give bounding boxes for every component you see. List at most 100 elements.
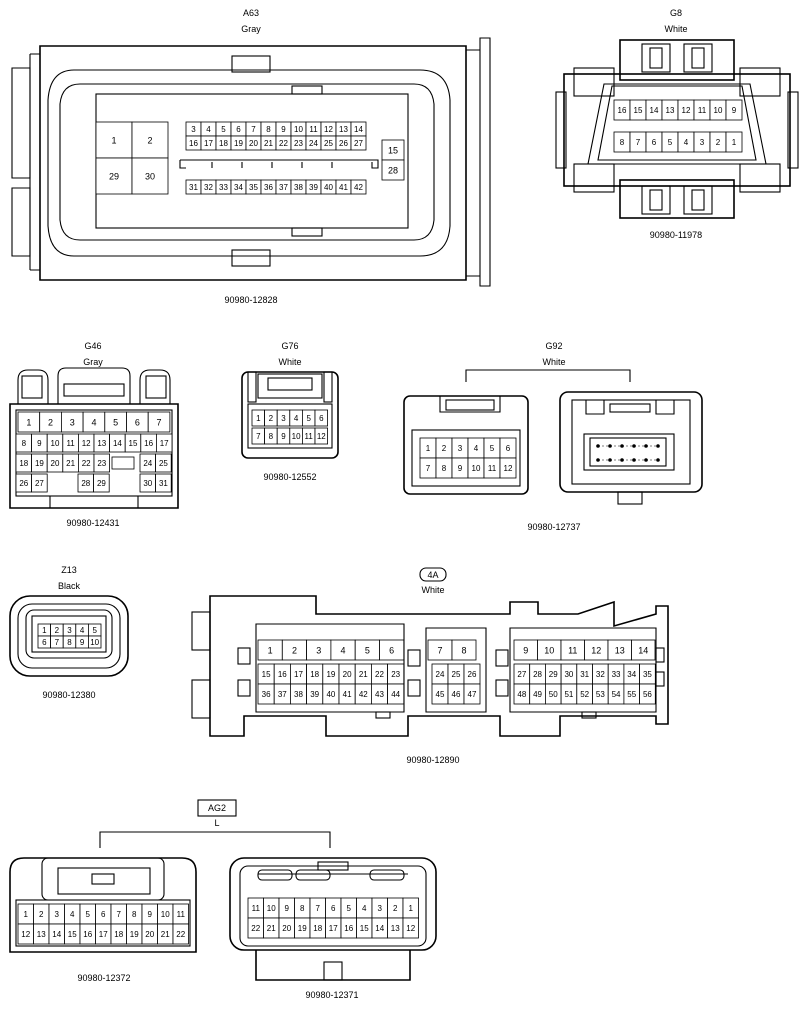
a63-pin-9: 9 [281, 125, 286, 134]
a63-pin-7: 7 [251, 125, 256, 134]
g46-pin-26: 26 [19, 479, 28, 488]
c4a-pin-17: 17 [294, 670, 303, 679]
z13-pin-6: 6 [42, 638, 47, 647]
a63-pin-38: 38 [294, 183, 303, 192]
a63-pin-1: 1 [111, 136, 116, 146]
g8-pin-4: 4 [684, 138, 689, 147]
c4a-pin-32: 32 [596, 670, 605, 679]
ag2-right-pin-9: 9 [285, 904, 290, 913]
ag2-left-pin-19: 19 [130, 930, 139, 939]
a63-pin-15: 15 [388, 146, 398, 156]
c4a-pin-5: 5 [365, 646, 370, 656]
ag2-right-pin-6: 6 [331, 904, 336, 913]
g92-pin-10: 10 [472, 464, 481, 473]
g76-pin-3: 3 [281, 414, 286, 423]
ag2-left-pin-20: 20 [145, 930, 154, 939]
ag2-left-pin-4: 4 [70, 910, 75, 919]
c4a-pin-47-cell [463, 683, 481, 705]
c4a-pin-53: 53 [596, 690, 605, 699]
ag2-left-pin-2: 2 [39, 910, 44, 919]
a63-pin-5: 5 [221, 125, 226, 134]
c4a-pin-18: 18 [310, 670, 319, 679]
g8-part: 90980-11978 [650, 230, 702, 240]
a63-pin-36: 36 [264, 183, 273, 192]
g46-pin-24: 24 [143, 459, 152, 468]
z13-pin-1: 1 [42, 626, 47, 635]
g46-pin-11: 11 [66, 439, 75, 448]
a63-pin-28-cell [381, 159, 405, 181]
ag2-right-pin-10: 10 [267, 904, 276, 913]
a63-pin-16: 16 [189, 139, 198, 148]
ag2-left-pin-6: 6 [101, 910, 106, 919]
g92-terminal-dot [656, 444, 660, 448]
a63-pin-3: 3 [191, 125, 196, 134]
a63-pin-23: 23 [294, 139, 303, 148]
ag2-right-part: 90980-12371 [305, 990, 358, 1000]
ag2-right-pin-7: 7 [316, 904, 321, 913]
g76-pin-12: 12 [317, 432, 326, 441]
g8-pin-1: 1 [732, 138, 737, 147]
a63-pin-26: 26 [339, 139, 348, 148]
ag2-left-pin-16: 16 [83, 930, 92, 939]
g46-code: G46 [84, 341, 101, 351]
c4a-pin-34: 34 [627, 670, 636, 679]
ag2-right-pin-19: 19 [298, 924, 307, 933]
g92-pin-8: 8 [442, 464, 447, 473]
g8-color: White [664, 24, 687, 34]
c4a-pin-11: 11 [568, 646, 577, 656]
c4a-pin-31: 31 [580, 670, 589, 679]
c4a-pin-45: 45 [436, 690, 445, 699]
a63-pin-13: 13 [339, 125, 348, 134]
z13-pin-10: 10 [90, 638, 99, 647]
g76-pin-6: 6 [319, 414, 324, 423]
g76-pin-5: 5 [306, 414, 311, 423]
g46-pin-29-cell [93, 473, 110, 493]
c4a-pin-44: 44 [391, 690, 400, 699]
a63-pin-33: 33 [219, 183, 228, 192]
ag2-right-pin-12: 12 [406, 924, 415, 933]
c4a-pin-8: 8 [461, 646, 466, 656]
c4a-pin-8-cell [451, 639, 477, 661]
g8-pin-10: 10 [714, 106, 723, 115]
g46-pin-6: 6 [135, 418, 140, 428]
c4a-pin-40: 40 [326, 690, 335, 699]
g8-pin-16: 16 [618, 106, 627, 115]
c4a-pin-27: 27 [517, 670, 526, 679]
g76-pin-10: 10 [292, 432, 301, 441]
a63-pin-17: 17 [204, 139, 213, 148]
g46-pin-10: 10 [51, 439, 60, 448]
g92-pin-11: 11 [488, 464, 497, 473]
a63-pin-6: 6 [236, 125, 241, 134]
g92-pin-3: 3 [458, 444, 463, 453]
z13-pin-4: 4 [80, 626, 85, 635]
z13-pin-10-cell [88, 635, 102, 649]
c4a-pin-3: 3 [316, 646, 321, 656]
g46-pin-7-cell [147, 411, 171, 433]
g8-pin-3: 3 [700, 138, 705, 147]
ag2-right-pin-14: 14 [375, 924, 384, 933]
g46-color: Gray [83, 357, 103, 367]
ag2-left-pin-18: 18 [114, 930, 123, 939]
a63-pin-34: 34 [234, 183, 243, 192]
a63-color: Gray [241, 24, 261, 34]
g92-terminal-dot [656, 458, 660, 462]
g8-pin-15: 15 [634, 106, 643, 115]
c4a-pin-35: 35 [643, 670, 652, 679]
a63-pin-20: 20 [249, 139, 258, 148]
c4a-part: 90980-12890 [406, 755, 459, 765]
ag2-left-pin-11: 11 [177, 910, 186, 919]
g46-pin-17: 17 [160, 439, 169, 448]
ag2-left-pin-22: 22 [176, 930, 185, 939]
ag2-left-pin-5: 5 [86, 910, 91, 919]
g46-pin-14: 14 [113, 439, 122, 448]
a63-pin-21: 21 [264, 139, 273, 148]
a63-pin-28: 28 [388, 166, 398, 176]
ag2-right-pin-8: 8 [300, 904, 305, 913]
g46-pin-31: 31 [159, 479, 168, 488]
a63-pin-27-cell [350, 135, 367, 151]
g76-pin-1: 1 [256, 414, 261, 423]
